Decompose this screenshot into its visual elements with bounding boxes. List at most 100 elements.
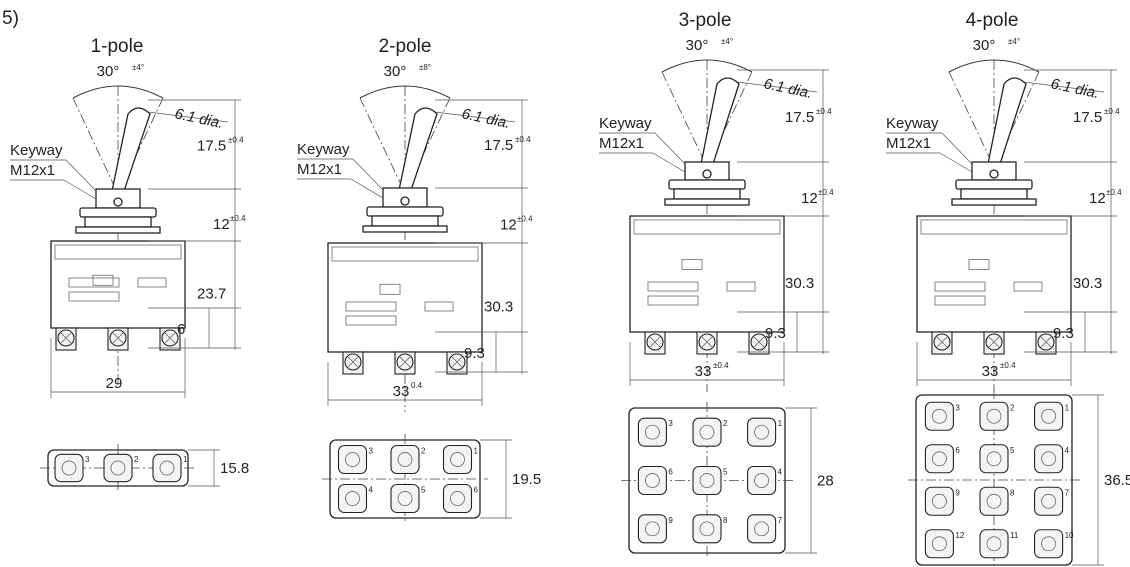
bottom-terminal [390,483,420,514]
terminal-number: 4 [369,486,374,495]
bottom-terminal-eyelet [932,536,947,552]
bottom-dimension-label: 36.5 [1104,472,1130,489]
pivot [702,169,712,179]
pivot [989,169,999,179]
screw-slot [753,336,765,348]
bottom-terminal [747,465,777,496]
terminal-number: 6 [474,486,479,495]
width-tolerance: 0.4 [411,381,423,390]
washer [668,179,746,190]
body-window [92,274,114,286]
bottom-terminal [637,465,667,496]
bottom-terminal [54,453,84,483]
lever-limit-line [661,71,708,168]
body-slot [934,281,986,292]
angle-tolerance: ±8° [419,63,431,72]
lever-height-label: 17.5 [1073,109,1102,126]
lock-nut [371,215,439,227]
screw-slot [112,332,124,344]
bottom-terminal-eyelet [699,521,715,537]
bottom-terminal [979,486,1009,516]
lever [111,107,151,192]
bottom-terminal-eyelet [1041,493,1056,509]
body-slot [345,315,397,326]
bottom-terminal-eyelet [754,473,769,488]
bushing-height-label: 12 [213,216,230,233]
terminal-number: 3 [369,447,374,456]
mount-plate [664,198,750,206]
bottom-terminal [979,444,1009,474]
keyway-label: Keyway [297,141,350,158]
screw-slot [936,336,948,348]
terminal-number: 2 [1010,403,1015,412]
bottom-dimension-label: 19.5 [512,471,541,488]
body-top-rim [331,246,479,262]
terminal-number: 9 [955,488,960,497]
keyway-leader [941,132,973,165]
figure-label: 5) [2,8,19,29]
terminal-number: 9 [668,516,673,525]
body-slot [934,295,986,306]
bottom-terminal [692,465,722,496]
bottom-terminal-eyelet [986,536,1002,552]
switch-body [629,215,785,333]
body-slot [68,277,120,288]
bottom-terminal [337,483,368,514]
thread-leader [63,179,97,200]
bottom-terminal [442,444,473,475]
bottom-terminal-eyelet [159,460,175,476]
diameter-label: 6.1 dia. [1049,75,1101,102]
lever-height-label: 17.5 [785,109,814,126]
terminal-number: 5 [421,486,426,495]
lever-height-tolerance: ±0.4 [515,135,531,144]
bottom-terminal-eyelet [450,452,465,467]
angle-label: 30° [97,63,120,80]
body-top-rim [920,219,1068,235]
bottom-terminal-eyelet [345,452,360,467]
terminal-number: 6 [955,446,960,455]
bottom-terminal [103,453,133,483]
terminal-number: 11 [1010,531,1019,540]
lever-height-label: 17.5 [197,138,226,155]
bottom-terminal-eyelet [754,521,769,537]
terminal-number: 12 [955,531,964,540]
bottom-terminal-eyelet [932,451,947,467]
terminal-number: 3 [668,419,673,428]
terminal-height-label: 6 [177,321,185,338]
bottom-terminal [1034,486,1064,516]
bottom-terminal-eyelet [986,451,1002,467]
width-label: 33 [695,363,712,380]
terminal-number: 1 [183,455,188,464]
screw-slot [347,356,359,368]
lever-height-tolerance: ±0.4 [816,107,832,116]
bottom-terminal [637,514,667,544]
body-height-label: 30.3 [1073,275,1102,292]
angle-label: 30° [384,63,407,80]
terminal-number: 8 [1010,488,1015,497]
washer [79,207,157,218]
keyway-leader [65,159,97,192]
bottom-terminal [152,453,182,483]
bottom-terminal [924,529,954,559]
terminal-number: 8 [723,516,728,525]
bottom-terminal-eyelet [1041,451,1056,467]
bushing-height-label: 12 [500,217,517,234]
keyway-label: Keyway [10,142,63,159]
terminal-number: 1 [778,419,783,428]
bottom-terminal [692,417,722,447]
pivot [400,196,410,206]
body-height-label: 23.7 [197,286,226,303]
body-slot [137,277,167,288]
terminal-number: 6 [668,468,673,477]
washer [366,206,444,217]
body-window [379,283,401,295]
width-label: 29 [106,375,123,392]
lever [987,77,1027,165]
screw-slot [1040,336,1052,348]
screw-slot [164,332,176,344]
thread-leader [350,178,384,199]
